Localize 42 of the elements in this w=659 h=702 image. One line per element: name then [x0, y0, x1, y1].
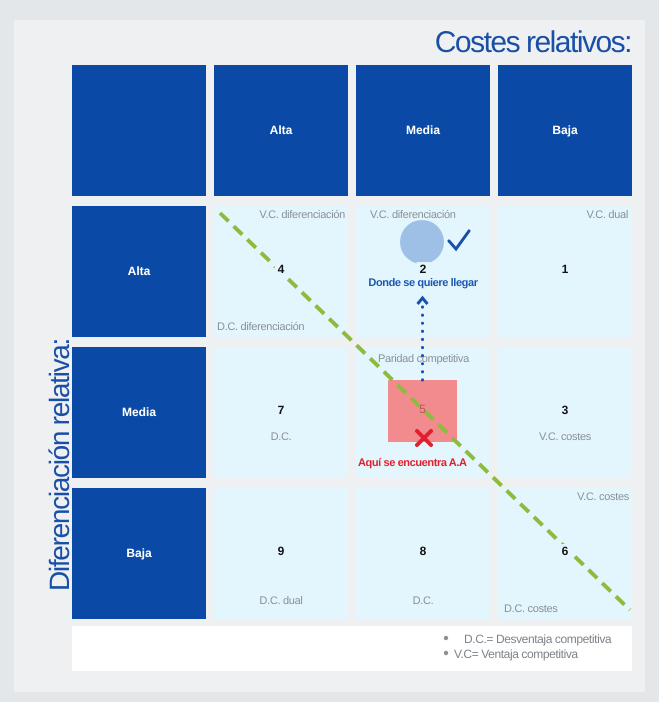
- cell-label: V.C. costes: [538, 431, 592, 443]
- arrow: [416, 296, 429, 382]
- matrix-cell: [498, 488, 632, 619]
- header-label: Alta: [126, 264, 152, 278]
- cell-label: D.C.: [270, 431, 292, 443]
- header-cell: [72, 347, 206, 478]
- cell-label: D.C. costes: [504, 603, 558, 615]
- matrix-cell: [356, 347, 490, 478]
- header-label: Media: [120, 405, 158, 419]
- axis-title: Diferenciación relativa:: [44, 338, 76, 592]
- cell-number: 2: [416, 262, 430, 276]
- header-cell: [72, 206, 206, 337]
- legend-text: D.C.= Desventaja competitiva: [464, 632, 612, 646]
- cell-label: D.C. diferenciación: [217, 321, 304, 333]
- header-cell: [72, 488, 206, 619]
- axis-title: Costes relativos:: [434, 26, 631, 60]
- circle-marker: [400, 220, 444, 264]
- legend-text: V.C= Ventaja competitiva: [454, 647, 578, 661]
- cell-number: 5: [418, 402, 427, 416]
- cell-label: D.C.: [412, 595, 434, 607]
- matrix-cell: [356, 206, 490, 337]
- cell-label: V.C. costes: [577, 491, 629, 503]
- matrix-cell: [214, 206, 348, 337]
- status-label: Aquí se encuentra A.A: [358, 457, 467, 469]
- cell-label: V.C. diferenciación: [259, 209, 345, 221]
- cell-label: V.C. dual: [586, 209, 628, 221]
- cell-number: 4: [274, 262, 288, 276]
- header-label: Baja: [551, 123, 579, 137]
- header-label: Media: [404, 123, 442, 137]
- header-label: Baja: [125, 546, 153, 560]
- cell-number: 6: [558, 544, 572, 558]
- cell-label: D.C. dual: [258, 595, 304, 607]
- header-cell: [498, 65, 632, 196]
- target-label: Donde se quiere llegar: [367, 277, 479, 289]
- header-cell: [214, 65, 348, 196]
- matrix-cell: [498, 347, 632, 478]
- cell-label: V.C. diferenciación: [370, 209, 456, 221]
- header-cell: [356, 65, 490, 196]
- corner-cell: [72, 65, 206, 196]
- header-label: Alta: [268, 123, 294, 137]
- highlight-square: [388, 380, 457, 442]
- cell-label: Paridad competitiva: [378, 353, 469, 365]
